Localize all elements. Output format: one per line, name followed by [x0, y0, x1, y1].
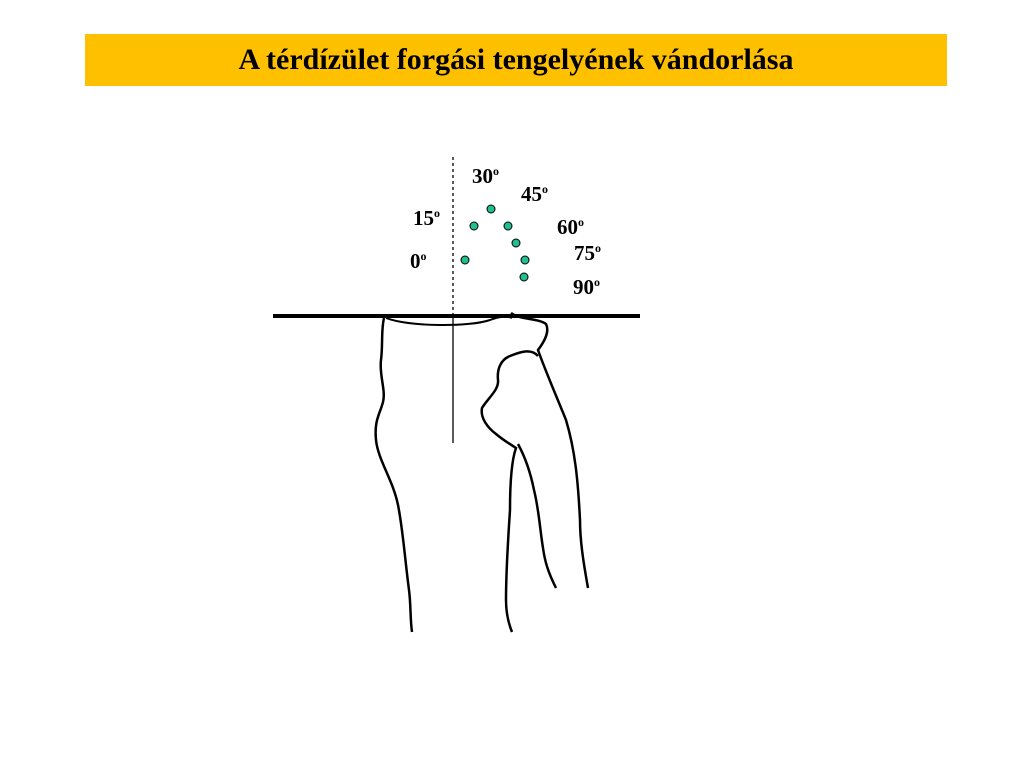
angle-label-30: 30o: [472, 164, 499, 188]
axis-point-30: [486, 204, 496, 214]
slide-title: A térdízület forgási tengelyének vándorl…: [238, 43, 794, 76]
angle-label-75: 75o: [574, 241, 601, 265]
fibula-head: [480, 350, 539, 633]
angle-label-45: 45o: [521, 182, 548, 206]
axis-point-90: [519, 272, 529, 282]
angle-label-0: 0o: [410, 249, 427, 273]
axis-point-15: [469, 221, 479, 231]
axis-point-45: [503, 221, 513, 231]
axis-point-0: [460, 255, 470, 265]
angle-label-90: 90o: [573, 275, 600, 299]
title-bar: A térdízület forgási tengelyének vándorl…: [85, 34, 947, 86]
fibula-outline: [510, 311, 590, 589]
axis-point-75: [520, 255, 530, 265]
fibula-shaft: [516, 443, 558, 589]
tibia-outline: [374, 317, 414, 633]
angle-label-60: 60o: [557, 215, 584, 239]
angle-label-15: 15o: [413, 206, 440, 230]
tibial-plateau: [385, 315, 513, 327]
axis-point-60: [511, 238, 521, 248]
